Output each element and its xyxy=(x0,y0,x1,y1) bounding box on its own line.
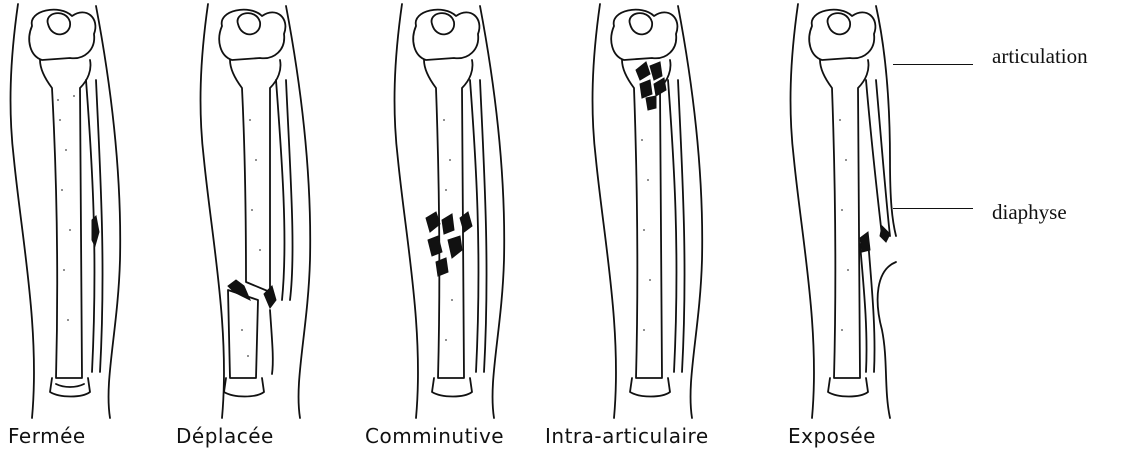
caption-comminutive: Comminutive xyxy=(365,424,504,448)
caption-intra-articulaire: Intra-articulaire xyxy=(545,424,709,448)
diaphyse-label: diaphyse xyxy=(992,200,1067,225)
leg-closed-fracture xyxy=(0,0,200,420)
articulation-label: articulation xyxy=(992,44,1088,69)
articulation-leader-line xyxy=(893,64,973,65)
caption-fermee: Fermée xyxy=(8,424,86,448)
diaphyse-leader-line xyxy=(893,208,973,209)
leg-intra-articular-fracture xyxy=(580,0,780,420)
displaced-fracture-drawing xyxy=(188,0,388,420)
leg-comminuted-fracture xyxy=(382,0,582,420)
open-fracture-drawing xyxy=(778,0,978,420)
closed-fracture-drawing xyxy=(0,0,200,420)
leg-open-fracture xyxy=(778,0,978,420)
leg-displaced-fracture xyxy=(188,0,388,420)
intra-articular-fracture-drawing xyxy=(580,0,780,420)
caption-exposee: Exposée xyxy=(788,424,876,448)
caption-deplacee: Déplacée xyxy=(176,424,274,448)
comminuted-fracture-drawing xyxy=(382,0,582,420)
